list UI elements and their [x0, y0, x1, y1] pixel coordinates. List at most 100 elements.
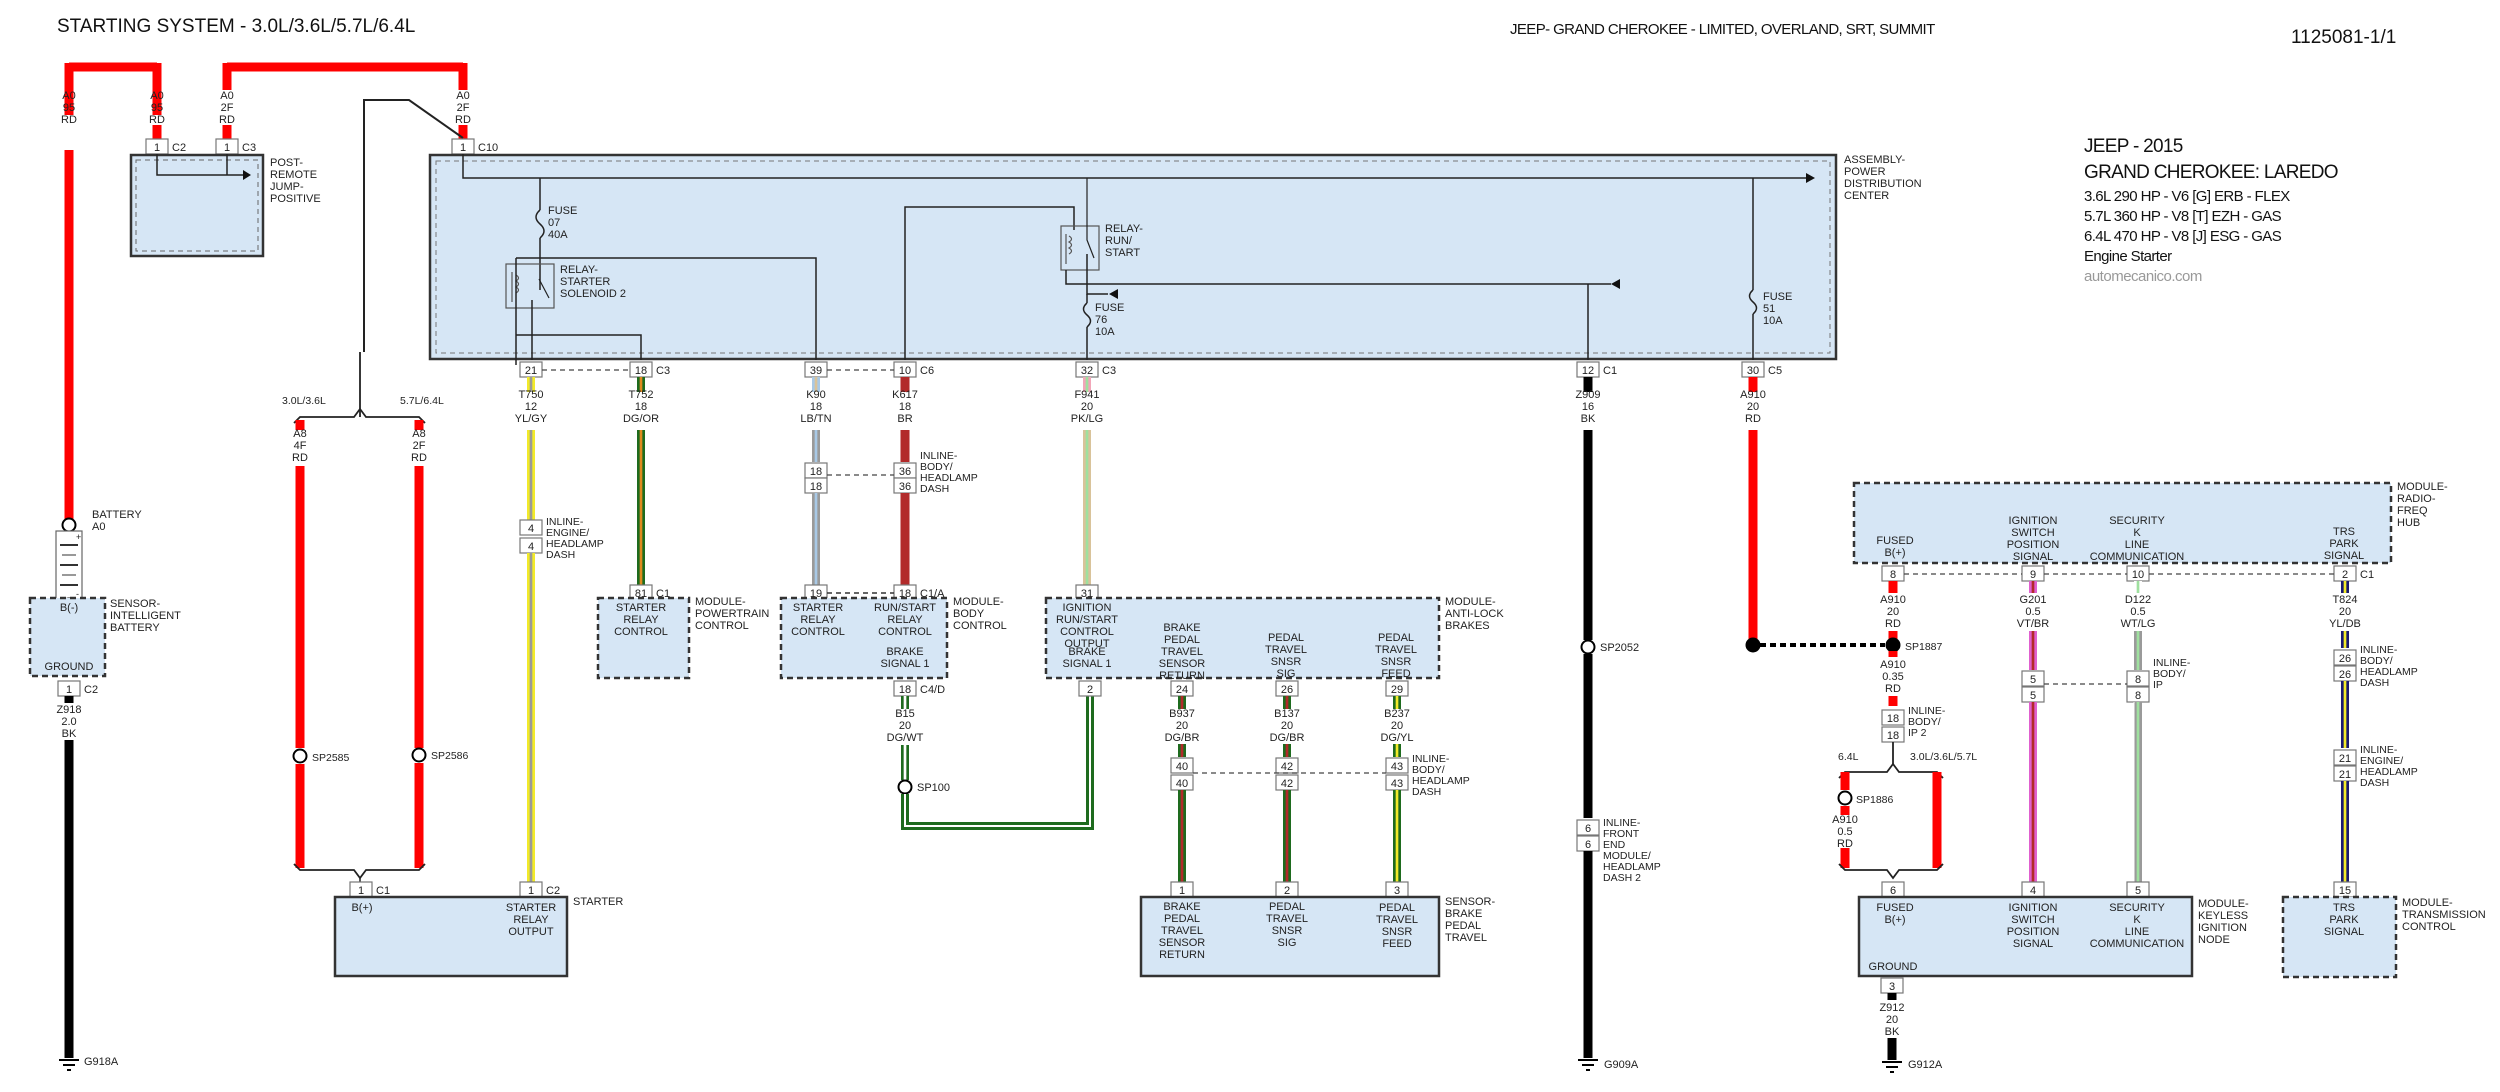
document-id: 1125081-1/1	[2291, 27, 2397, 48]
label-rfh-ignition-line: SIGNAL	[2013, 551, 2053, 563]
label-a910-05-line: RD	[1837, 838, 1853, 850]
label-abs-line: ANTI-LOCK	[1445, 608, 1504, 620]
label-g201-line: VT/BR	[2017, 618, 2049, 630]
pin-inline-40a-box	[1170, 757, 1194, 774]
label-a910-hub-line: RD	[1885, 618, 1901, 630]
label-g912a: G912A	[1908, 1059, 1943, 1071]
splice-sp100	[897, 779, 913, 795]
label-b937-line: DG/BR	[1165, 732, 1200, 744]
label-bcm-starter-relay-control-line: RELAY	[800, 614, 836, 626]
label-inline-engine-headlamp-line: INLINE-	[546, 516, 584, 528]
label-inline-body-ip-line: IP	[2153, 679, 2163, 691]
pin-inline-21a-box	[2333, 749, 2357, 766]
pin-inline-6a-number: 6	[1585, 823, 1591, 835]
label-k617-line: K617	[892, 389, 918, 401]
pin-rfh-9-number: 9	[2030, 569, 2036, 581]
ibs-box	[28, 596, 107, 678]
label-b15-line: B15	[895, 708, 915, 720]
label-tcm-line: TRANSMISSION	[2402, 909, 2486, 921]
label-abs-snsr-sig-line: TRAVEL	[1265, 644, 1307, 656]
relay-run-switch	[1086, 178, 1095, 259]
label-bcm-starter-relay-control-line: CONTROL	[791, 626, 845, 638]
info-make-year: JEEP - 2015	[2084, 136, 2183, 157]
label-pcm-starter-relay-control-line: STARTER	[616, 602, 666, 614]
pin-inline-6b: 6	[1576, 835, 1600, 852]
pin-abs-24-number: 24	[1176, 684, 1188, 696]
label-a8-4f-line: 4F	[294, 440, 307, 452]
pin-inline-18b-number: 18	[810, 481, 822, 493]
harness-split-right	[1838, 762, 1944, 779]
label-z912-line: 20	[1886, 1014, 1898, 1026]
label-z909-line: BK	[1581, 413, 1596, 425]
label-bpts-sig-line: SIG	[1278, 937, 1297, 949]
label-starter-bplus: B(+)	[351, 902, 372, 914]
label-a8-2f-line: RD	[411, 452, 427, 464]
pin-abs-29: 29	[1385, 680, 1409, 697]
pin-pdc-10-number: 10	[899, 365, 911, 377]
splice-sp1886	[1837, 790, 1853, 806]
pin-bpts-1: 1	[1170, 881, 1194, 898]
pin-inline-8b: 8	[2126, 686, 2150, 703]
pin-starter-c2-connector: C2	[546, 885, 560, 897]
label-k90-line: K90	[806, 389, 826, 401]
label-z912-line: BK	[1885, 1026, 1900, 1038]
info-engine-3: 6.4L 470 HP - V8 [J] ESG - GAS	[2084, 228, 2282, 245]
pin-starter-c1-number: 1	[358, 885, 364, 897]
label-kin-security-line: LINE	[2125, 926, 2149, 938]
label-g201-line: 0.5	[2025, 606, 2040, 618]
label-post-remote-line: POST-	[270, 157, 303, 169]
pin-inline-8a-number: 8	[2135, 674, 2141, 686]
pin-inline-5b-number: 5	[2030, 690, 2036, 702]
label-inline-body-headlamp-2-line: BODY/	[1412, 764, 1445, 776]
relay-coil-icon	[1065, 234, 1073, 264]
pin-pdc-30-number: 30	[1747, 365, 1759, 377]
pin-kin-4: 4	[2021, 881, 2045, 898]
label-option-3-0-3-6-5-7: 3.0L/3.6L/5.7L	[1910, 751, 1977, 763]
relay-run-ground-bus	[1065, 270, 1588, 285]
label-ibs-line: INTELLIGENT	[110, 610, 181, 622]
label-abs-ignition-output-line: IGNITION	[1063, 602, 1112, 614]
label-kin-security-line: COMMUNICATION	[2090, 938, 2185, 950]
label-bcm-line: CONTROL	[953, 620, 1007, 632]
pin-inline-21b-number: 21	[2339, 769, 2351, 781]
label-abs-bpts-return-line: PEDAL	[1164, 634, 1200, 646]
diagram-title: STARTING SYSTEM - 3.0L/3.6L/5.7L/6.4L	[57, 16, 416, 37]
label-z909-line: Z909	[1575, 389, 1600, 401]
pin-inline-18c: 18	[1881, 709, 1905, 726]
label-relay-run-line: START	[1105, 247, 1140, 259]
label-rfh-line: FREQ	[2397, 505, 2428, 517]
label-tcm-line: CONTROL	[2402, 921, 2456, 933]
label-kin-line: IGNITION	[2198, 922, 2247, 934]
relay-run-start-icon	[1060, 225, 1100, 271]
label-starter-relay-output-line: STARTER	[506, 902, 556, 914]
battery-plus: +	[76, 532, 81, 542]
post-remote-inner	[135, 159, 259, 252]
label-rfh-trs-line: SIGNAL	[2324, 550, 2364, 562]
pin-inline-18b: 18	[804, 477, 828, 494]
label-inline-body-ip-line: BODY/	[2153, 668, 2186, 680]
pin-inline-6a-box	[1576, 819, 1600, 836]
label-pdc-line: DISTRIBUTION	[1844, 178, 1922, 190]
label-a910-035-line: A910	[1880, 659, 1906, 671]
label-b137-line: DG/BR	[1270, 732, 1305, 744]
label-kin-line: NODE	[2198, 934, 2230, 946]
label-starter-relay-output-line: OUTPUT	[508, 926, 554, 938]
label-k617-line: 18	[899, 401, 911, 413]
label-t824-line: 20	[2339, 606, 2351, 618]
abs-box	[1044, 596, 1441, 680]
label-inline-body-headlamp-1-line: DASH	[920, 483, 949, 495]
pdc-k617-loop	[904, 206, 1075, 360]
label-rfh-security-line: K	[2133, 527, 2141, 539]
label-g918a: G918A	[84, 1056, 119, 1068]
label-b137-line: 20	[1281, 720, 1293, 732]
label-post-remote-line: JUMP-	[270, 181, 304, 193]
pin-inline-5a-box	[2021, 670, 2045, 687]
label-option-5-7-6-4: 5.7L/6.4L	[400, 395, 444, 407]
pin-bpts-1-number: 1	[1179, 885, 1185, 897]
label-post-remote-line: POSITIVE	[270, 193, 321, 205]
pdc-box	[428, 153, 1838, 361]
label-kin-security-line: SECURITY	[2109, 902, 2165, 914]
wire-b15-loop	[901, 696, 1094, 830]
relay-to-k90	[516, 257, 817, 360]
